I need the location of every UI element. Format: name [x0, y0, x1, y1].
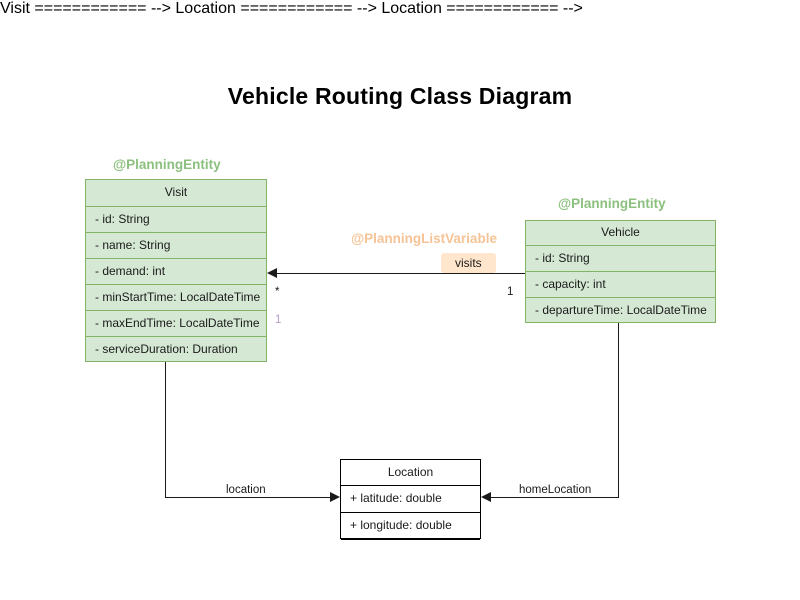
class-field: - capacity: int	[526, 272, 715, 298]
annotation-planning-entity-visit: @PlanningEntity	[113, 157, 221, 172]
association-line-visits	[277, 273, 525, 274]
annotation-planning-entity-vehicle: @PlanningEntity	[558, 196, 666, 211]
association-label-visits: visits	[441, 253, 496, 273]
association-line-home-location-vertical	[618, 323, 619, 498]
class-field: - name: String	[86, 233, 266, 259]
association-line-location-horizontal	[165, 497, 330, 498]
association-line-location-vertical	[165, 362, 166, 497]
multiplicity-location-source: 1	[275, 314, 282, 326]
page-title: Vehicle Routing Class Diagram	[227, 83, 573, 109]
class-field: - departureTime: LocalDateTime	[535, 303, 707, 318]
association-label-home-location: homeLocation	[519, 484, 592, 496]
association-line-home-location-horizontal	[491, 497, 619, 498]
class-field: - demand: int	[86, 259, 266, 285]
class-field: - serviceDuration: Duration	[95, 342, 238, 357]
annotation-planning-list-variable: @PlanningListVariable	[351, 231, 497, 246]
multiplicity-visits-target: *	[275, 286, 280, 298]
class-field: - minStartTime: LocalDateTime	[86, 285, 266, 311]
class-name-vehicle: Vehicle	[526, 221, 715, 246]
class-field: + longitude: double	[341, 513, 480, 540]
arrowhead-home-location	[481, 492, 491, 502]
multiplicity-visits-source: 1	[507, 286, 514, 298]
class-box-vehicle[interactable]: Vehicle - id: String - capacity: int - d…	[525, 220, 716, 323]
class-name-location: Location	[341, 460, 480, 486]
class-field: - id: String	[86, 207, 266, 233]
class-name-visit: Visit	[86, 180, 266, 207]
arrowhead-visits	[267, 268, 277, 278]
class-field: - id: String	[526, 246, 715, 272]
class-field: + latitude: double	[341, 486, 480, 513]
class-field: - maxEndTime: LocalDateTime	[86, 311, 266, 337]
class-box-location[interactable]: Location + latitude: double + longitude:…	[340, 459, 481, 540]
association-label-location: location	[226, 484, 266, 496]
arrowhead-location	[330, 492, 340, 502]
class-box-visit[interactable]: Visit - id: String - name: String - dema…	[85, 179, 267, 362]
